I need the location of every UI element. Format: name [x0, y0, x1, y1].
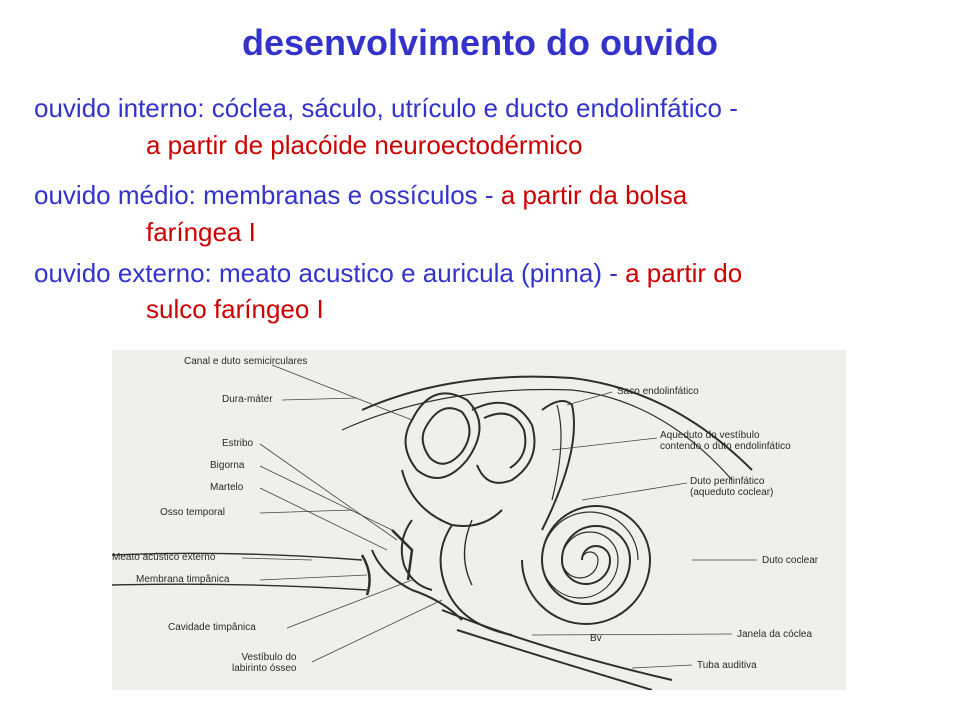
label-vestibulo: Vestíbulo do labirinto ósseo [232, 652, 297, 674]
inner-ear-line: ouvido interno: cóclea, sáculo, utrículo… [34, 93, 738, 123]
label-martelo: Martelo [210, 482, 244, 493]
outer-ear-source-cont: sulco faríngeo I [146, 294, 324, 324]
label-osso-temporal: Osso temporal [160, 507, 226, 518]
label-dura-mater: Dura-máter [222, 394, 273, 405]
middle-ear-source-cont-text: faríngea I [146, 217, 256, 247]
label-janela-coclea: Janela da cóclea [737, 629, 813, 640]
label-duto-perilinfatico: Duto perilinfático (aqueduto coclear) [690, 476, 774, 498]
ear-anatomy-figure: Canal e duto semicirculares Dura-máter E… [112, 350, 846, 690]
label-membrana-timpanica: Membrana timpânica [136, 574, 230, 585]
label-tuba-auditiva: Tuba auditiva [697, 660, 757, 671]
label-cavidade-timpanica: Cavidade timpânica [168, 622, 256, 633]
label-duto-coclear: Duto coclear [762, 555, 819, 566]
inner-ear-source-text: a partir de placóide neuroectodérmico [146, 130, 583, 160]
outer-ear-lead: ouvido externo: meato acustico e auricul… [34, 258, 626, 288]
outer-ear-source-cont-text: sulco faríngeo I [146, 294, 324, 324]
label-estribo: Estribo [222, 438, 254, 449]
label-canal-semicircular: Canal e duto semicirculares [184, 356, 308, 367]
middle-ear-source-cont: faríngea I [146, 217, 256, 247]
label-bigorna: Bigorna [210, 460, 245, 471]
page-title: desenvolvimento do ouvido [241, 22, 719, 63]
middle-ear-line: ouvido médio: membranas e ossículos - a … [34, 180, 687, 210]
middle-ear-lead: ouvido médio: membranas e ossículos - [34, 180, 501, 210]
label-meato-acustico: Meato acústico externo [112, 552, 216, 563]
inner-ear-source: a partir de placóide neuroectodérmico [146, 130, 582, 160]
inner-ear-lead: ouvido interno: cóclea, sáculo, utrículo… [34, 93, 738, 123]
label-bv: Bv [590, 633, 602, 644]
ear-diagram [112, 364, 757, 690]
outer-ear-line: ouvido externo: meato acustico e auricul… [34, 258, 742, 288]
outer-ear-source: a partir do [625, 258, 743, 288]
middle-ear-source: a partir da bolsa [500, 180, 688, 210]
label-aqueduto-vestibulo: Aqueduto do vestíbulo contendo o duto en… [660, 430, 791, 452]
label-saco-endolinfatico: Saco endolinfático [617, 386, 699, 397]
